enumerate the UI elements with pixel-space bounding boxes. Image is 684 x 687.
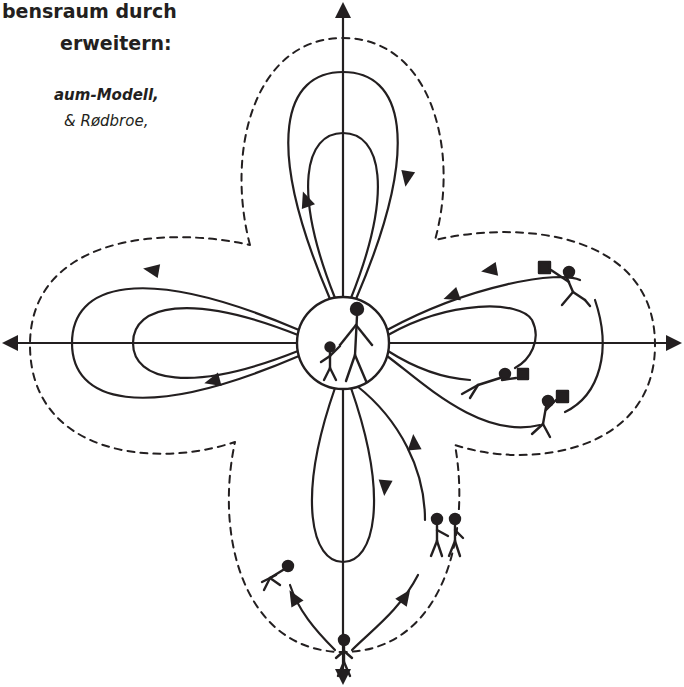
loop-path	[290, 585, 335, 650]
heading-text: aum-Modell,	[54, 86, 159, 104]
heading-text: erweitern:	[60, 32, 172, 55]
flow-arrowhead	[441, 287, 461, 306]
loop-path	[288, 72, 397, 299]
flow-arrowhead	[283, 587, 303, 608]
loop-path	[352, 575, 418, 650]
loop-path	[565, 300, 603, 412]
heading-text: bensraum durch	[2, 0, 177, 23]
loop-path	[357, 386, 425, 520]
axis-arrowhead	[335, 2, 351, 18]
adult-child-figure	[321, 303, 372, 381]
axis-arrowhead	[2, 335, 18, 351]
loop-path	[308, 133, 378, 298]
loop-path	[388, 306, 536, 368]
flow-arrowhead	[406, 433, 421, 450]
crawling-figure	[462, 369, 528, 398]
standing-figure	[336, 635, 352, 676]
pushing-figure	[539, 262, 590, 306]
flow-arrowhead	[480, 262, 498, 279]
axis-arrowhead	[666, 335, 682, 351]
loop-path	[72, 288, 299, 397]
flow-arrowhead	[296, 189, 315, 209]
flow-arrowhead	[377, 479, 392, 496]
pushing-figure	[532, 391, 568, 437]
children-figure	[431, 514, 463, 556]
loop-path	[312, 388, 374, 562]
flow-arrowhead	[202, 372, 221, 390]
flow-arrowhead	[395, 586, 416, 607]
loop-path	[388, 351, 470, 380]
flow-arrowhead	[142, 262, 160, 279]
flow-arrowhead	[399, 170, 416, 188]
crouching-figure	[262, 561, 293, 590]
center-circle	[297, 297, 389, 389]
heading-text: & Rødbroe,	[64, 112, 148, 130]
loop-path	[133, 308, 298, 378]
